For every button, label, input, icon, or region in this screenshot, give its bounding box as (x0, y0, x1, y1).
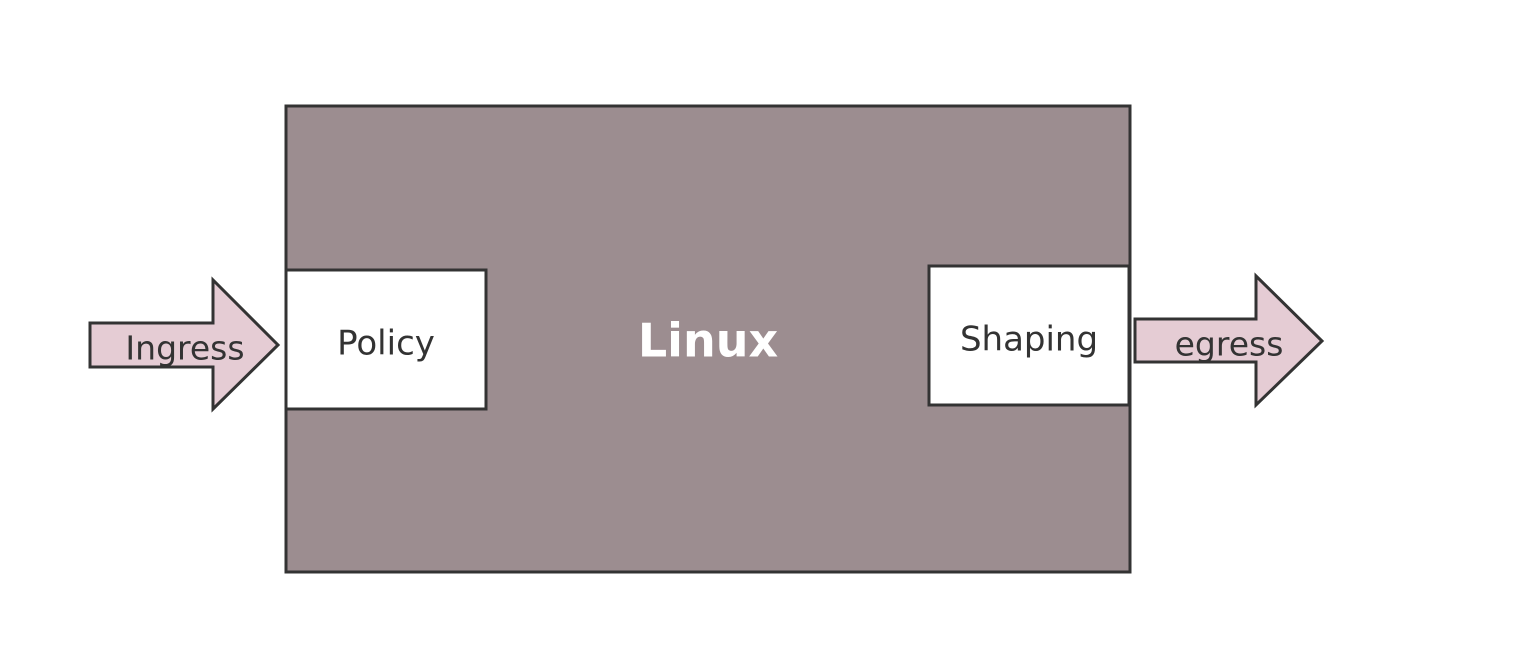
egress-arrow-label: egress (1175, 325, 1284, 364)
ingress-arrow-label: Ingress (125, 329, 244, 368)
policy-stage: Policy (284, 268, 488, 411)
shaping-stage-box (927, 264, 1131, 407)
ingress-arrow: Ingress (88, 276, 281, 413)
egress-arrow: egress (1133, 272, 1325, 409)
linux-system-label: Linux (638, 314, 778, 368)
shaping-stage: Shaping (927, 264, 1131, 407)
shaping-stage-label: Shaping (960, 320, 1098, 360)
policy-stage-label: Policy (337, 324, 435, 364)
ingress-arrow-shape (88, 276, 281, 413)
policy-stage-box (284, 268, 488, 411)
egress-arrow-shape (1133, 272, 1325, 409)
